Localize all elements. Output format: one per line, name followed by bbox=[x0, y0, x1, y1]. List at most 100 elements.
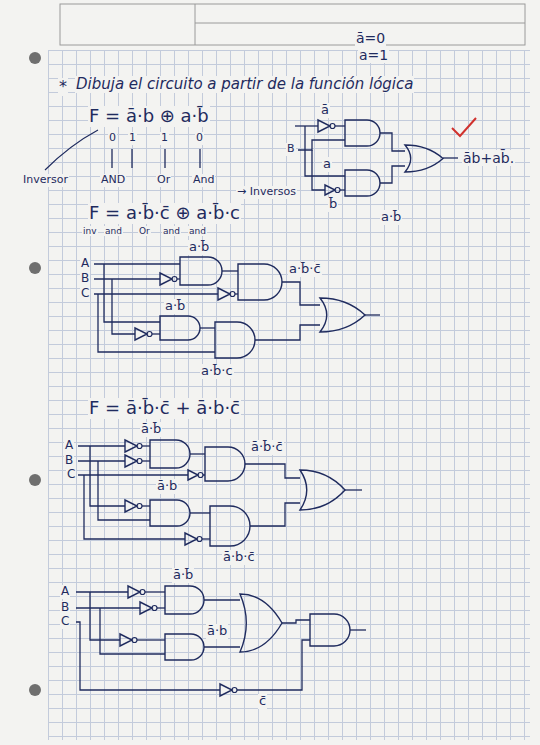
handwritten-label: A bbox=[80, 257, 90, 271]
not-gate bbox=[218, 288, 230, 300]
wire bbox=[98, 461, 150, 520]
wire bbox=[190, 453, 205, 454]
handwritten-label: 0 bbox=[195, 132, 204, 145]
handwritten-label: a·b̄·c̄ bbox=[288, 262, 322, 277]
handwritten-label: ā·b̄·c̄ bbox=[250, 440, 284, 455]
handwritten-label: ā=0 bbox=[355, 30, 386, 46]
page-decoration bbox=[29, 4, 525, 696]
wire bbox=[90, 592, 120, 640]
inverter-bubble bbox=[232, 688, 237, 693]
annotation-stroke bbox=[45, 130, 98, 170]
wire bbox=[84, 475, 185, 539]
handwritten-label: a·b̄·c bbox=[200, 364, 234, 379]
wire bbox=[250, 503, 300, 526]
handwritten-label: ā·b bbox=[206, 624, 228, 639]
wire bbox=[295, 125, 318, 126]
and-gate bbox=[310, 614, 350, 646]
and-gate bbox=[210, 506, 250, 546]
wire bbox=[78, 460, 125, 461]
handwritten-label: b̄ bbox=[328, 197, 338, 212]
handwritten-label: AND bbox=[100, 174, 126, 187]
handwritten-label: āb+ab̄. bbox=[462, 150, 515, 166]
wire bbox=[142, 505, 150, 506]
handwritten-label: and bbox=[162, 226, 181, 236]
handwritten-label: B bbox=[64, 454, 74, 468]
not-gate bbox=[140, 602, 152, 614]
or-gate bbox=[300, 470, 345, 510]
wire bbox=[204, 646, 240, 647]
wire bbox=[305, 126, 345, 176]
wire bbox=[76, 622, 220, 690]
wire bbox=[380, 166, 405, 183]
handwritten-label: F = ā·b ⊕ a·b̄ bbox=[88, 106, 210, 127]
handwritten-label: * bbox=[58, 78, 68, 96]
handwritten-label: → Inversos bbox=[236, 186, 297, 199]
not-gate bbox=[128, 586, 140, 598]
wire bbox=[237, 640, 310, 690]
header-rule bbox=[195, 4, 196, 45]
wire bbox=[203, 474, 205, 475]
inverter-bubble bbox=[147, 332, 152, 337]
wire bbox=[131, 149, 132, 168]
handwritten-label: B bbox=[80, 272, 90, 286]
wire bbox=[76, 591, 128, 592]
and-gate bbox=[165, 634, 204, 660]
header-box bbox=[60, 4, 525, 45]
and-gate bbox=[165, 586, 204, 614]
handwritten-label: a bbox=[322, 157, 332, 172]
handwritten-label: Or bbox=[138, 226, 151, 236]
wire bbox=[78, 474, 188, 475]
handwritten-label: a·b̄ bbox=[188, 240, 210, 255]
and-gate bbox=[345, 120, 380, 146]
wire bbox=[200, 327, 215, 328]
handwritten-label: a=1 bbox=[358, 47, 389, 63]
wire bbox=[380, 133, 405, 151]
wire bbox=[199, 149, 200, 168]
not-gate bbox=[135, 328, 147, 340]
handwritten-label: A bbox=[64, 439, 74, 453]
and-gate bbox=[180, 257, 222, 285]
wire bbox=[282, 620, 310, 623]
handwritten-label: c̄ bbox=[258, 694, 267, 709]
handwritten-label: B bbox=[60, 601, 70, 615]
wire bbox=[177, 278, 180, 279]
inverter-bubble bbox=[330, 124, 335, 129]
handwritten-label: a·b̄ bbox=[380, 210, 402, 225]
wire bbox=[298, 140, 345, 150]
handwritten-label: Or bbox=[156, 174, 171, 187]
wire bbox=[443, 157, 458, 158]
or-gate bbox=[240, 594, 282, 652]
wire bbox=[365, 314, 380, 315]
handwritten-label: a·b̄ bbox=[164, 299, 186, 314]
handwritten-label: C bbox=[80, 287, 90, 301]
wire bbox=[137, 639, 165, 640]
or-gate bbox=[320, 298, 365, 332]
wire bbox=[282, 282, 320, 305]
handwritten-label: 0 bbox=[108, 132, 117, 145]
handwritten-label: and bbox=[188, 226, 207, 236]
exercise-title: Dibuja el circuito a partir de la funció… bbox=[75, 76, 414, 93]
inverter-bubble bbox=[137, 444, 142, 449]
wire bbox=[190, 512, 210, 513]
handwritten-label: C bbox=[60, 615, 70, 629]
inverter-bubble bbox=[197, 537, 202, 542]
handwritten-label: C bbox=[66, 468, 76, 482]
not-gate bbox=[325, 185, 335, 195]
wire bbox=[164, 149, 165, 168]
handwritten-label: ā·b·c̄ bbox=[222, 550, 256, 565]
wire bbox=[255, 325, 320, 340]
inverter-bubble bbox=[137, 504, 142, 509]
not-gate bbox=[188, 470, 198, 480]
not-gate bbox=[318, 120, 330, 132]
punch-hole bbox=[29, 474, 41, 486]
inverter-bubble bbox=[198, 473, 203, 478]
and-gate bbox=[160, 316, 200, 340]
handwritten-label: and bbox=[104, 226, 123, 236]
wire bbox=[76, 607, 140, 608]
handwritten-label: A bbox=[60, 585, 70, 599]
inverter-bubble bbox=[137, 459, 142, 464]
wire bbox=[142, 445, 150, 446]
wire bbox=[335, 125, 345, 126]
not-gate bbox=[125, 440, 137, 452]
